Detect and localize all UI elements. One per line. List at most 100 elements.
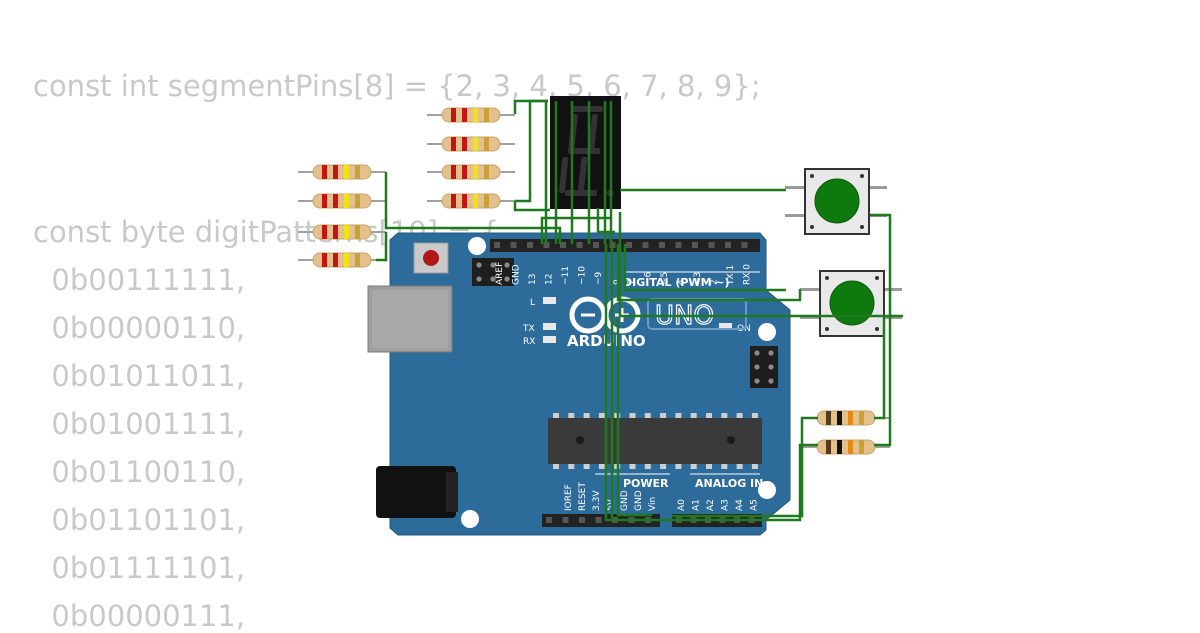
wire[interactable] <box>384 172 562 244</box>
digital-pin[interactable] <box>659 242 665 248</box>
led-rx-label: RX <box>523 337 535 347</box>
digital-pin[interactable] <box>593 242 599 248</box>
resistor[interactable] <box>298 224 386 240</box>
power-pin[interactable] <box>546 517 552 523</box>
wire-group[interactable] <box>376 99 903 522</box>
pin-label: 13 <box>528 274 538 285</box>
digital-pin[interactable] <box>675 242 682 248</box>
digital-pin[interactable] <box>626 242 632 248</box>
resistor[interactable] <box>427 193 515 209</box>
pushbutton-2-cap[interactable] <box>829 280 875 326</box>
code-line: 0b00111111, <box>33 263 246 297</box>
resistor[interactable] <box>298 252 386 268</box>
wire[interactable] <box>513 99 548 114</box>
digital-pin[interactable] <box>560 242 566 248</box>
icsp-header-right <box>750 346 778 388</box>
pin-label: RX 0 <box>743 264 753 285</box>
pin-label: RESET <box>578 482 588 511</box>
power-pin[interactable] <box>562 517 569 523</box>
pin-label: A4 <box>735 499 745 511</box>
wire[interactable] <box>376 232 388 262</box>
resistor[interactable] <box>427 136 515 152</box>
pin-label: 4 <box>677 279 687 285</box>
pin-label: ~9 <box>594 271 604 285</box>
code-line: 0b01111101, <box>33 551 246 585</box>
reset-button-cap[interactable] <box>423 250 439 266</box>
pin-label: GND <box>634 490 644 511</box>
led-on <box>719 323 732 330</box>
pushbutton-1[interactable] <box>785 168 887 235</box>
pin-label: 3.3V <box>592 490 602 511</box>
digital-pin[interactable] <box>708 242 715 248</box>
pin-label: TX 1 <box>726 265 736 286</box>
wire[interactable] <box>513 201 550 212</box>
resistor[interactable] <box>802 439 890 455</box>
digital-pin[interactable] <box>576 242 583 248</box>
power-header-label: POWER <box>623 477 669 490</box>
analog-header-label: ANALOG IN <box>695 477 763 490</box>
digital-pin[interactable] <box>543 242 550 248</box>
pin-label: 2 <box>710 279 720 285</box>
led-l-label: L <box>530 298 535 308</box>
code-line: 0b01001111, <box>33 407 246 441</box>
pushbutton-2[interactable] <box>800 270 902 337</box>
led-tx-label: TX <box>522 324 535 334</box>
wire[interactable] <box>616 244 802 302</box>
wire[interactable] <box>515 99 548 203</box>
wire[interactable] <box>623 244 786 292</box>
digital-pin[interactable] <box>725 242 731 248</box>
pin-label: ~3 <box>693 272 703 285</box>
wire[interactable] <box>616 318 652 517</box>
pin-label: AREF <box>495 262 505 285</box>
code-line: 0b00000111, <box>33 599 246 633</box>
mounting-hole <box>758 323 776 341</box>
digital-pin[interactable] <box>692 242 698 248</box>
resistor[interactable] <box>298 164 386 180</box>
mounting-hole <box>461 510 479 528</box>
pin-label: A0 <box>677 499 687 511</box>
resistor[interactable] <box>298 193 386 209</box>
wire[interactable] <box>618 212 903 318</box>
resistor-group[interactable] <box>298 107 890 455</box>
wire[interactable] <box>540 216 610 244</box>
code-line: 0b01101101, <box>33 503 246 537</box>
power-pin[interactable] <box>579 517 585 523</box>
mounting-hole <box>758 481 776 499</box>
led-rx <box>543 336 556 343</box>
wire[interactable] <box>874 318 886 420</box>
wire[interactable] <box>596 208 615 234</box>
code-line: 0b00000110, <box>33 311 246 345</box>
digital-pin[interactable] <box>510 242 517 248</box>
digital-header-label: DIGITAL (PWM ~) <box>623 276 730 289</box>
pin-label: 7 <box>627 279 637 285</box>
digital-pin[interactable] <box>527 242 533 248</box>
atmega-chip <box>548 413 762 469</box>
wire[interactable] <box>604 244 818 522</box>
digital-pin[interactable] <box>741 242 748 248</box>
pin-label: Vin <box>648 497 658 511</box>
power-pin[interactable] <box>595 517 602 523</box>
pushbutton-1-cap[interactable] <box>814 178 860 224</box>
code-line: 0b01100110, <box>33 455 246 489</box>
pin-label: 12 <box>545 274 555 285</box>
led-l <box>543 297 556 304</box>
digital-pin[interactable] <box>494 242 500 248</box>
digital-pin[interactable] <box>642 242 649 248</box>
code-line: 0b01011011, <box>33 359 246 393</box>
wire[interactable] <box>672 416 818 518</box>
wire[interactable] <box>870 213 892 447</box>
resistor[interactable] <box>427 164 515 180</box>
mounting-hole <box>468 237 486 255</box>
seven-segment-display[interactable] <box>550 96 621 209</box>
icsp-header-top <box>472 258 514 286</box>
led-tx <box>543 323 556 330</box>
pin-label: A2 <box>706 499 716 511</box>
pin-label: ~5 <box>660 272 670 285</box>
pin-label: A3 <box>721 499 731 511</box>
pin-label: A5 <box>750 499 760 511</box>
resistor[interactable] <box>427 107 515 123</box>
pin-label: 8 <box>611 279 621 285</box>
